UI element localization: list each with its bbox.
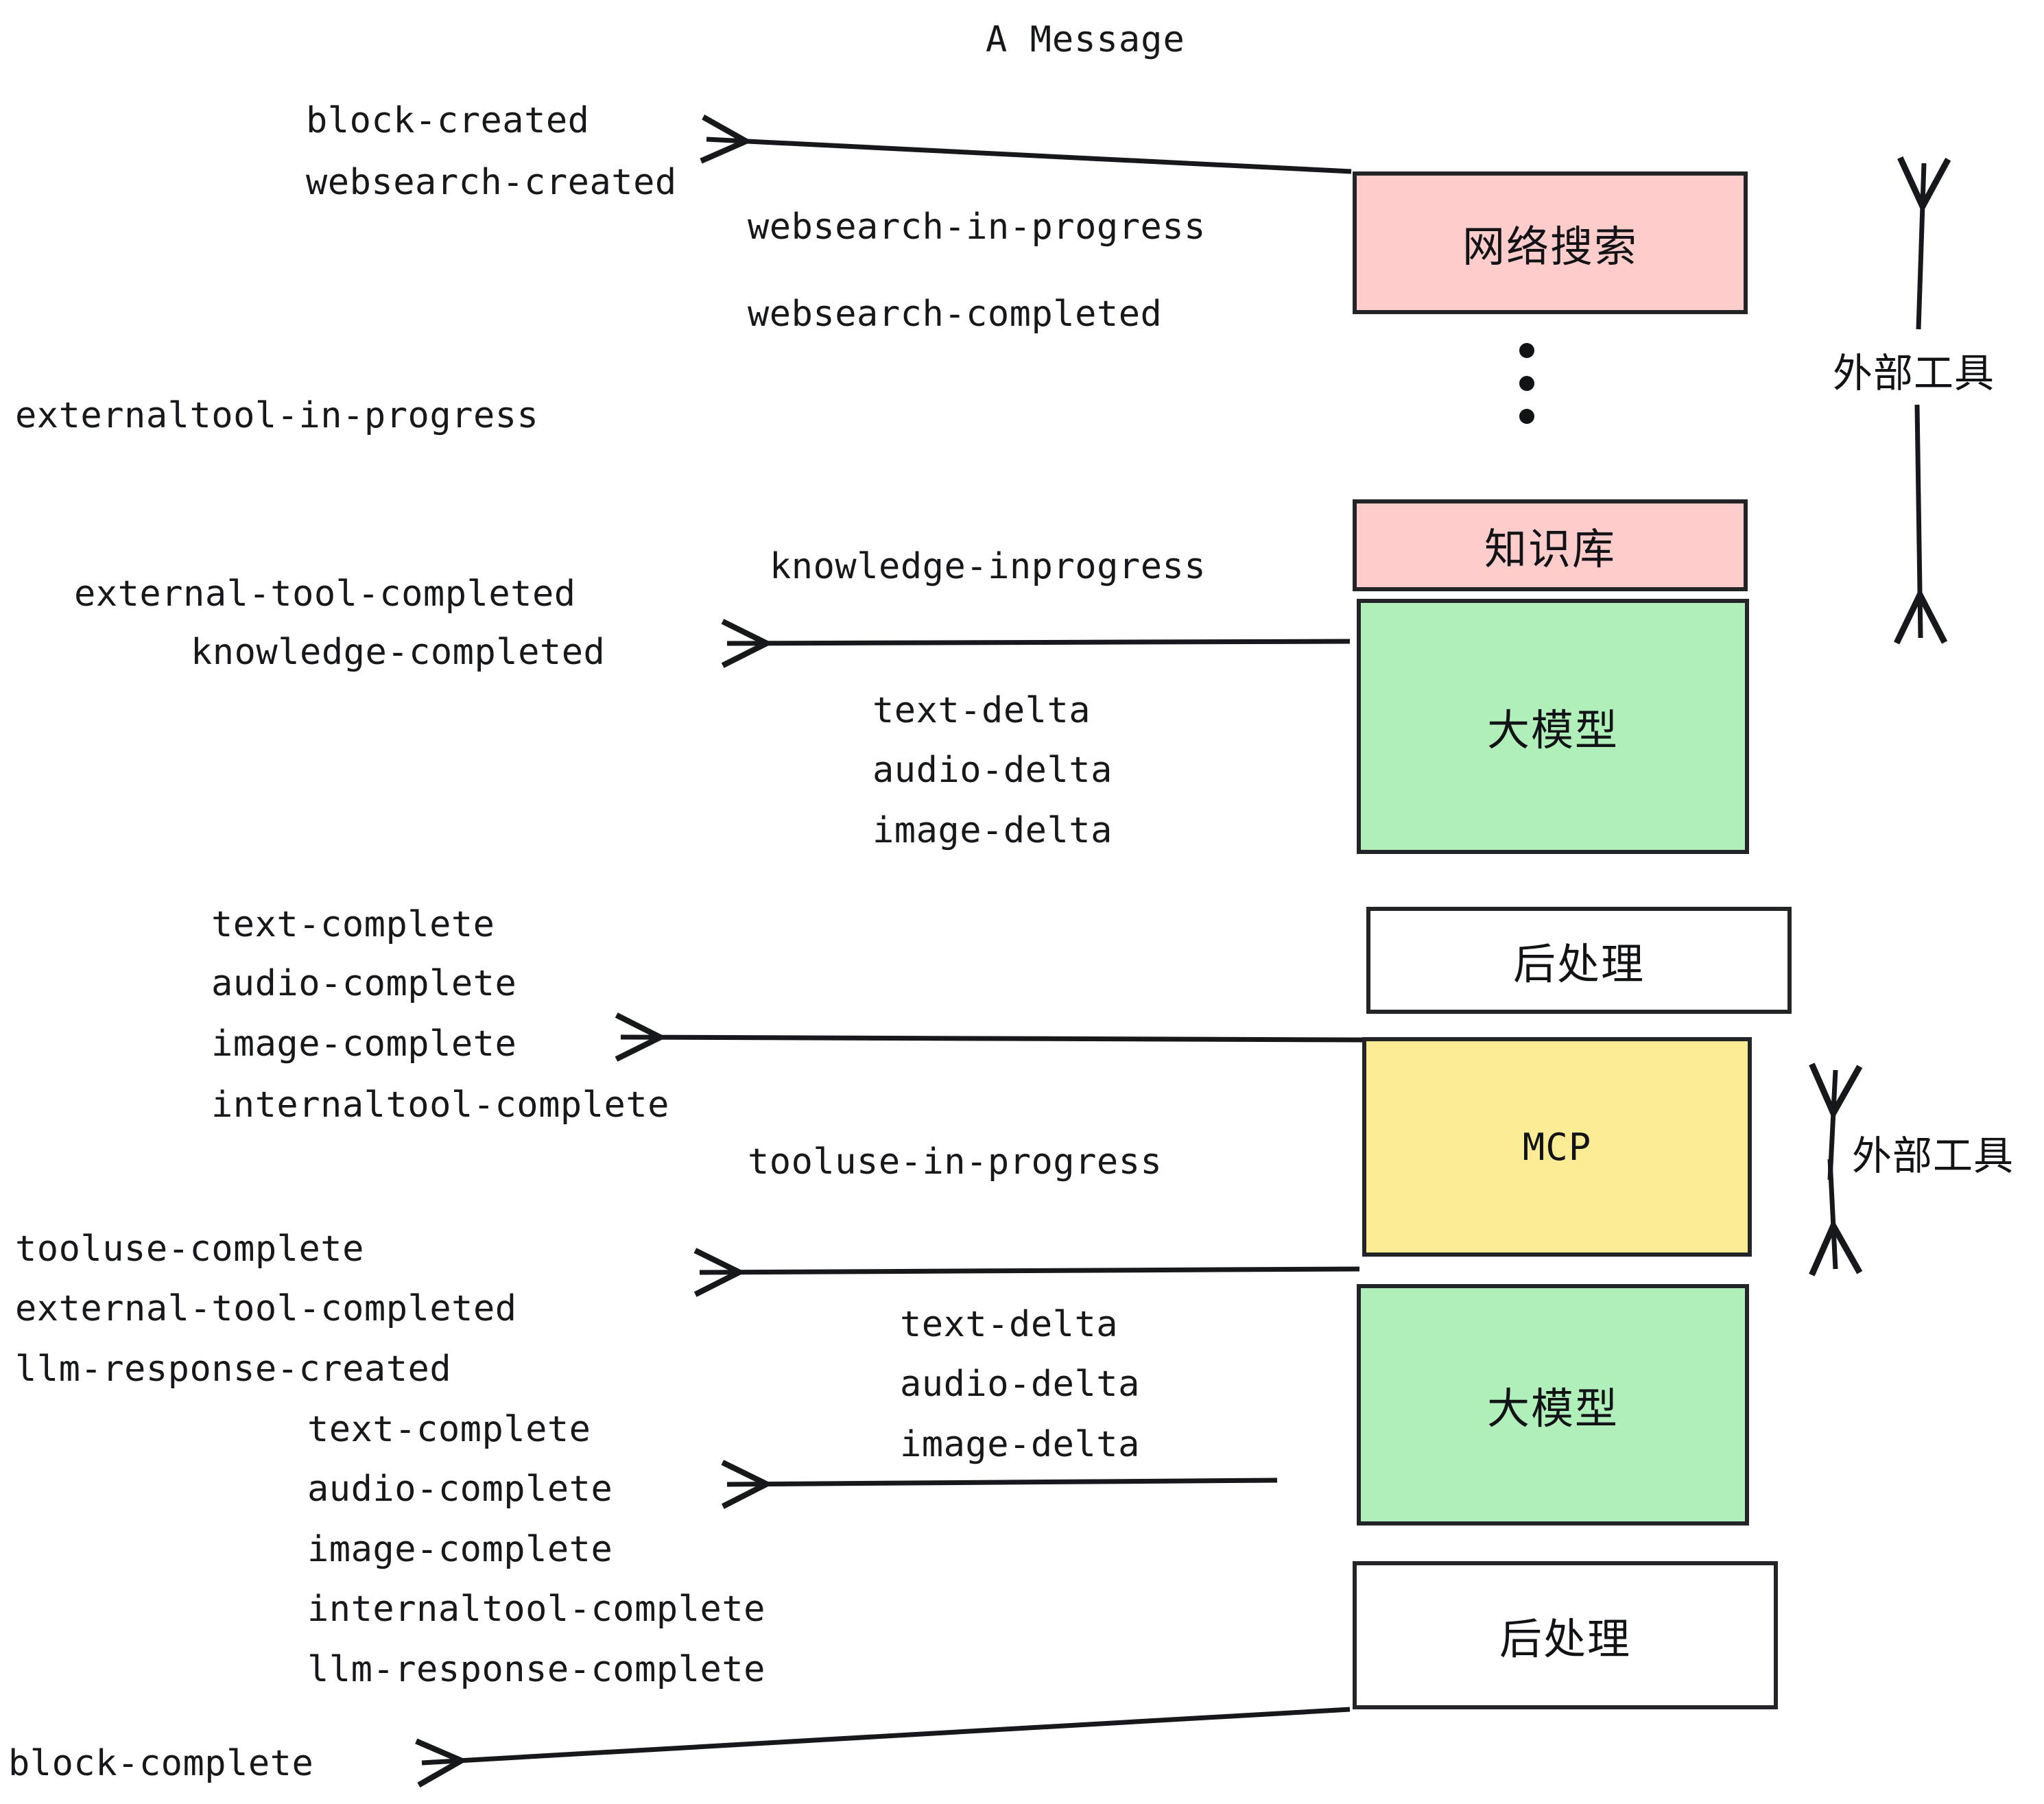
ellipsis-dot [1519,343,1534,358]
event-label-block-complete: block-complete [8,1743,314,1784]
event-label-audio-delta-1: audio-delta [872,750,1113,791]
diagram-title: A Message [986,19,1185,60]
vertical-ellipsis [1519,343,1534,424]
event-label-image-complete-1: image-complete [211,1023,517,1065]
event-label-external-tool-completed-1: external-tool-completed [74,573,576,615]
event-label-websearch-in-progress: websearch-in-progress [748,206,1206,248]
ellipsis-dot [1519,376,1534,391]
arrow-knowledge-completed [727,641,1351,643]
event-label-knowledge-completed: knowledge-completed [191,632,606,673]
node-llm-1-label: 大模型 [1486,705,1619,755]
event-label-audio-complete-2: audio-complete [307,1469,613,1510]
arrow-external-tool-up-1 [1918,163,1924,330]
arrow-external-tool-down-2 [1830,1159,1835,1269]
event-label-tooluse-complete: tooluse-complete [15,1229,364,1270]
node-knowledge-base-label: 知识库 [1484,524,1616,574]
side-label-external-tool-2: 外部工具 [1852,1132,2015,1179]
event-label-internaltool-complete-1: internaltool-complete [211,1084,669,1126]
event-label-websearch-created: websearch-created [306,162,677,203]
arrow-external-tool-up-2 [1830,1070,1835,1180]
ellipsis-dot [1519,409,1534,424]
event-label-knowledge-inprogress: knowledge-inprogress [770,546,1207,587]
event-label-image-delta-2: image-delta [900,1424,1140,1465]
arrow-external-tool-down-1 [1917,404,1921,638]
node-llm-2-label: 大模型 [1486,1384,1619,1434]
event-label-tooluse-in-progress: tooluse-in-progress [748,1141,1163,1183]
event-label-audio-complete-1: audio-complete [211,963,517,1004]
event-label-image-delta-1: image-delta [872,810,1113,851]
event-label-block-created: block-created [306,100,590,141]
event-label-text-delta-1: text-delta [872,690,1091,731]
node-websearch[interactable]: 网络搜索 [1353,171,1748,314]
node-mcp[interactable]: MCP [1362,1037,1752,1257]
arrow-websearch-created [706,139,1352,174]
event-label-llm-response-created: llm-response-created [15,1349,452,1390]
side-label-external-tool-1: 外部工具 [1833,350,1995,396]
event-label-text-delta-2: text-delta [900,1304,1119,1345]
arrow-audio-complete [727,1480,1278,1484]
event-label-externaltool-in-progress: externaltool-in-progress [15,395,539,436]
node-llm-2[interactable]: 大模型 [1357,1284,1749,1526]
node-postprocess-2-label: 后处理 [1499,1614,1631,1664]
event-label-text-complete-1: text-complete [211,904,495,945]
node-postprocess-1-label: 后处理 [1512,939,1645,989]
event-label-image-complete-2: image-complete [307,1529,613,1570]
event-label-websearch-completed: websearch-completed [748,294,1163,335]
node-postprocess-1[interactable]: 后处理 [1366,907,1792,1014]
event-label-external-tool-completed-2: external-tool-completed [15,1288,517,1329]
arrow-block-complete [422,1707,1351,1763]
node-postprocess-2[interactable]: 后处理 [1353,1561,1778,1709]
event-label-text-complete-2: text-complete [307,1409,591,1450]
arrow-external-tool-completed [700,1269,1360,1272]
arrow-image-complete [621,1037,1364,1040]
node-mcp-label: MCP [1522,1125,1592,1169]
node-websearch-label: 网络搜索 [1462,222,1638,272]
event-label-audio-delta-2: audio-delta [900,1364,1140,1405]
event-label-internaltool-complete-2: internaltool-complete [307,1589,765,1630]
node-llm-1[interactable]: 大模型 [1357,599,1749,854]
event-label-llm-response-complete: llm-response-complete [307,1649,765,1690]
node-knowledge-base[interactable]: 知识库 [1353,499,1748,591]
